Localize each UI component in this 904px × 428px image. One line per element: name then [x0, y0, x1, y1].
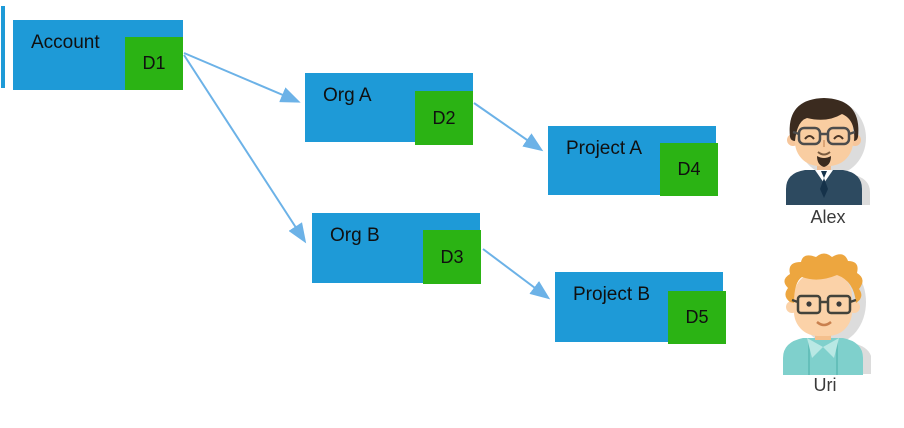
arrow-d1-to-org-a [183, 52, 301, 103]
clipped-box-left-edge [1, 6, 5, 88]
node-account: Account D1 [13, 20, 183, 90]
badge-d1: D1 [125, 37, 183, 90]
node-label: Project A [566, 138, 643, 159]
glasses [791, 294, 857, 315]
node-org-b: Org B D3 [312, 213, 481, 284]
node-org-a: Org A D2 [305, 73, 473, 145]
shirt-seams [808, 342, 838, 375]
badge-d2: D2 [415, 91, 473, 145]
node-label: Org B [330, 225, 380, 246]
hair [784, 253, 863, 303]
smile [817, 151, 831, 156]
eye-left [806, 301, 812, 307]
hair [789, 98, 859, 141]
collar-right [823, 338, 839, 358]
node-label: Account [31, 32, 100, 53]
arrow-d3-to-project-b [482, 248, 551, 300]
node-label: Org A [323, 85, 372, 106]
shirt [783, 338, 863, 375]
badge-d3: D3 [423, 230, 481, 284]
node-project-b: Project B D5 [555, 272, 726, 344]
glasses [792, 126, 856, 146]
face [794, 272, 852, 336]
goatee [817, 156, 831, 167]
arrow-d1-to-org-b [183, 54, 307, 244]
node-project-a: Project A D4 [548, 126, 718, 196]
user-name-alex: Alex [810, 207, 846, 227]
tie [820, 171, 828, 198]
badge-d5: D5 [668, 291, 726, 344]
eye-left [804, 135, 815, 140]
collar-left [807, 338, 823, 358]
smile [816, 321, 832, 327]
avatar-alex [786, 98, 870, 205]
eye-right [836, 301, 842, 307]
arrow-d2-to-project-a [473, 102, 544, 152]
avatar-uri [783, 253, 871, 375]
node-label: Project B [573, 284, 651, 305]
badge-d4: D4 [660, 143, 718, 196]
eye-right [833, 135, 844, 140]
user-name-uri: Uri [813, 375, 837, 395]
